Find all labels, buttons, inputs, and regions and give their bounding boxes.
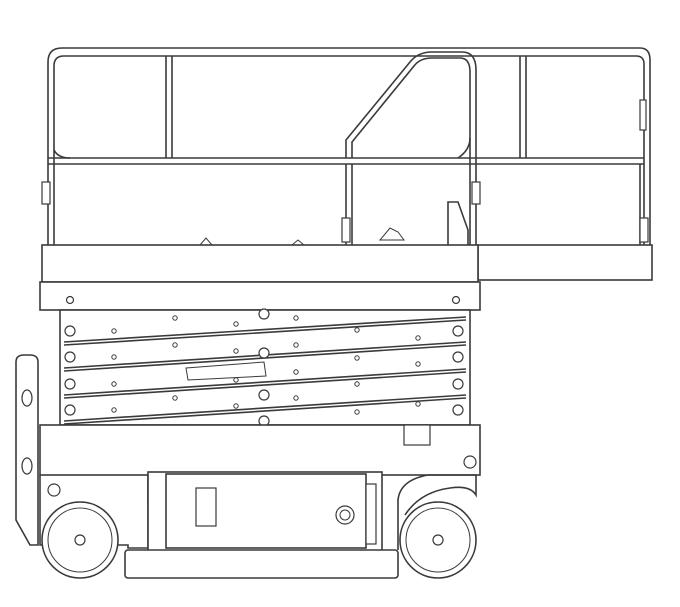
- rivet-hole: [233, 348, 239, 354]
- pivot-bolt: [64, 351, 76, 363]
- rivet-hole: [415, 335, 421, 341]
- rivet-hole: [233, 377, 239, 383]
- rivet-hole: [233, 403, 239, 409]
- rivet-hole: [111, 354, 117, 360]
- pivot-bolt: [452, 378, 464, 390]
- pivot-bolt: [64, 378, 76, 390]
- rivet-hole: [111, 328, 117, 334]
- rivet-hole: [354, 355, 360, 361]
- battery-compartment: [147, 471, 383, 553]
- center-pivot: [258, 389, 270, 401]
- pivot-bolt: [452, 351, 464, 363]
- rivet-hole: [293, 369, 299, 375]
- center-pivot: [258, 308, 270, 320]
- pivot-bolt: [452, 325, 464, 337]
- rivet-hole: [415, 361, 421, 367]
- rivet-hole: [172, 315, 178, 321]
- rivet-hole: [172, 342, 178, 348]
- front-wheel: [41, 501, 119, 579]
- scissor-stack: [59, 308, 471, 427]
- center-pivot: [258, 347, 270, 359]
- rail-clamps: [41, 99, 649, 243]
- rivet-hole: [111, 381, 117, 387]
- rivet-hole: [233, 321, 239, 327]
- guardrails: [47, 47, 651, 245]
- entry-gate-handle: [345, 51, 477, 245]
- rivet-hole: [415, 401, 421, 407]
- rivet-hole: [172, 395, 178, 401]
- bottom-skid-plate: [124, 549, 399, 579]
- rivet-hole: [293, 395, 299, 401]
- chassis: [15, 354, 481, 549]
- rear-wheel-fender: [397, 474, 477, 550]
- rivet-hole: [354, 409, 360, 415]
- rivet-hole: [293, 315, 299, 321]
- rivet-hole: [111, 407, 117, 413]
- rear-wheel: [399, 501, 477, 579]
- rivet-hole: [293, 342, 299, 348]
- pivot-bolt: [452, 404, 464, 416]
- rivet-hole: [354, 327, 360, 333]
- pivot-bolt: [64, 404, 76, 416]
- rivet-hole: [354, 381, 360, 387]
- platform-deck: [39, 244, 653, 311]
- pivot-bolt: [64, 325, 76, 337]
